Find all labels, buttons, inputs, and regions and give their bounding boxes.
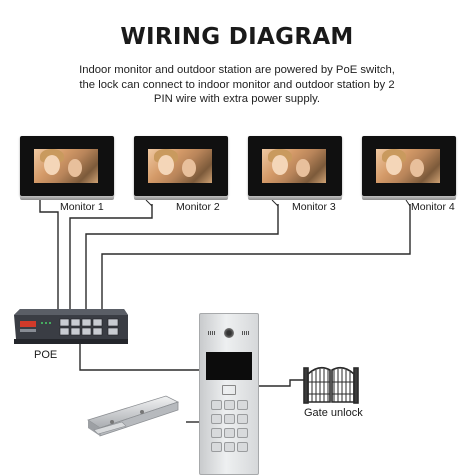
magnetic-lock-icon — [87, 395, 180, 437]
wire-station-gate — [256, 379, 304, 387]
monitor-1-label: Monitor 1 — [60, 201, 104, 213]
description-line: Indoor monitor and outdoor station are p… — [79, 64, 395, 76]
diagram-description: Indoor monitor and outdoor station are p… — [30, 63, 444, 107]
monitor-4-label: Monitor 4 — [411, 201, 455, 213]
gate-unlock-label: Gate unlock — [304, 407, 363, 419]
monitor-4-icon — [362, 136, 456, 200]
gate-icon — [303, 366, 359, 404]
monitor-3-icon — [248, 136, 342, 200]
monitor-3-label: Monitor 3 — [292, 201, 336, 213]
poe-switch-icon — [14, 309, 128, 344]
description-line: the lock can connect to indoor monitor a… — [79, 78, 395, 91]
wire-monitor-3 — [85, 204, 279, 312]
outdoor-station-icon — [199, 313, 259, 475]
monitor-2-label: Monitor 2 — [176, 201, 220, 213]
wire-monitor-1 — [39, 200, 59, 312]
monitor-1-icon — [20, 136, 114, 200]
diagram-title: WIRING DIAGRAM — [120, 24, 354, 50]
description-line: PIN wire with extra power supply. — [153, 93, 321, 105]
poe-label: POE — [34, 349, 58, 361]
monitor-2-icon — [134, 136, 228, 200]
wire-switch-station — [79, 344, 200, 371]
wire-monitor-2 — [69, 204, 153, 312]
wire-monitor-4 — [101, 204, 411, 312]
